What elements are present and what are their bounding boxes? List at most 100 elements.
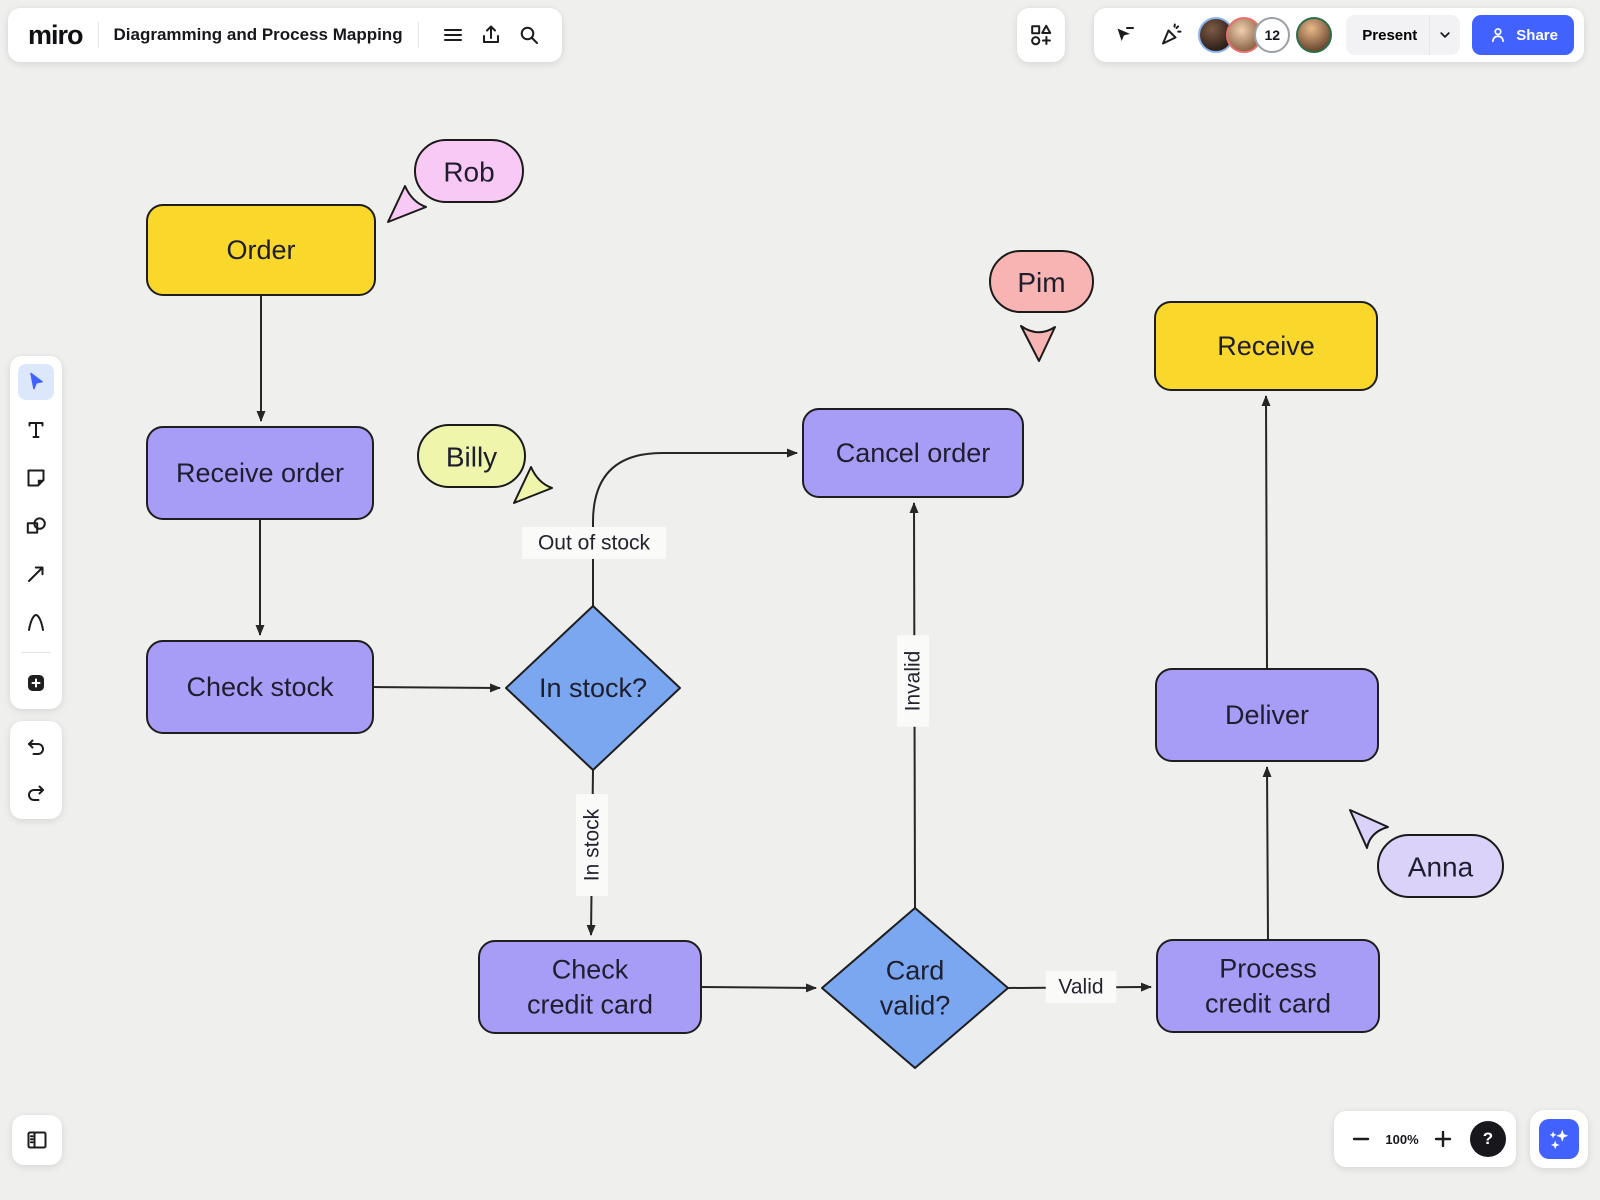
sparkles-icon: [1539, 1119, 1579, 1159]
zoom-out-button[interactable]: [1344, 1122, 1378, 1156]
node-check-stock[interactable]: Check stock: [146, 640, 374, 734]
edge-label-text: Out of stock: [538, 532, 651, 555]
collaborator-cursor-icon: [1349, 809, 1389, 849]
add-shapes-button[interactable]: [1022, 16, 1060, 54]
collaborator-name-bubble: [414, 139, 524, 203]
edge-label-text: Invalid: [902, 651, 925, 712]
frames-panel-button[interactable]: [12, 1115, 62, 1165]
sticky-note-tool[interactable]: [18, 460, 54, 496]
collaborator-name-bubble: [417, 424, 526, 488]
node-shape-check-stock[interactable]: [146, 640, 374, 734]
arrow-tool[interactable]: [18, 556, 54, 592]
edge-check-credit-card-to-card-valid[interactable]: [700, 983, 817, 993]
node-shape-check-credit-card[interactable]: [478, 940, 702, 1034]
node-shape-deliver[interactable]: [1155, 668, 1379, 762]
node-deliver[interactable]: Deliver: [1155, 668, 1379, 762]
node-receive[interactable]: Receive: [1154, 301, 1378, 391]
edge-deliver-to-receive[interactable]: [1261, 395, 1271, 670]
redo-button[interactable]: [18, 775, 54, 811]
collaborator-name-bubble: [989, 250, 1094, 313]
node-shape-receive[interactable]: [1154, 301, 1378, 391]
menu-icon: [443, 29, 462, 41]
node-label-check-stock: Check stock: [186, 672, 334, 702]
share-button[interactable]: Share: [1472, 15, 1574, 55]
node-shape-card-valid[interactable]: [821, 907, 1009, 1069]
main-menu-button[interactable]: [434, 16, 472, 54]
present-dropdown[interactable]: [1429, 15, 1460, 55]
miro-logo[interactable]: miro: [28, 19, 84, 50]
edge-label-text: In stock: [581, 808, 604, 881]
node-order[interactable]: Order: [146, 204, 376, 296]
search-button[interactable]: [510, 16, 548, 54]
node-shape-receive-order[interactable]: [146, 426, 374, 520]
more-tools-button[interactable]: [18, 665, 54, 701]
edge-label-in-stock-to-check-credit-card: In stock: [576, 794, 608, 896]
node-shape-in-stock[interactable]: [505, 605, 681, 771]
divider: [417, 22, 419, 48]
node-label-in-stock: In stock?: [539, 673, 647, 703]
node-receive-order[interactable]: Receive order: [146, 426, 374, 520]
reactions-button[interactable]: [1152, 16, 1190, 54]
export-button[interactable]: [472, 16, 510, 54]
node-label-order: Order: [226, 235, 295, 265]
shapes-tool[interactable]: [18, 508, 54, 544]
collaborator-anna: Anna: [1349, 809, 1504, 898]
sticky-note-icon: [27, 469, 45, 487]
collaborator-name: Rob: [443, 157, 494, 188]
node-shape-order[interactable]: [146, 204, 376, 296]
chevron-down-icon: [1440, 32, 1450, 38]
present-button[interactable]: Present: [1346, 15, 1461, 55]
redo-icon: [28, 785, 44, 801]
collaboration-bar: 12 Present Share: [1094, 8, 1584, 62]
current-user-avatar[interactable]: [1296, 17, 1333, 53]
frames-panel-icon: [27, 1131, 47, 1149]
board-header: miro Diagramming and Process Mapping: [8, 8, 562, 62]
board-title[interactable]: Diagramming and Process Mapping: [113, 25, 403, 44]
plus-box-icon: [28, 675, 44, 691]
collaborator-rob: Rob: [387, 139, 524, 223]
minus-icon: [1352, 1137, 1370, 1141]
edge-label-background: [897, 635, 929, 727]
text-tool[interactable]: [18, 412, 54, 448]
edge-check-stock-to-in-stock[interactable]: [372, 683, 501, 693]
share-label: Share: [1516, 26, 1558, 44]
edge-label-background: [576, 794, 608, 896]
ai-assistant-button[interactable]: [1530, 1110, 1588, 1168]
history-toolbar: [10, 721, 62, 819]
undo-icon: [28, 739, 44, 755]
select-tool[interactable]: [18, 364, 54, 400]
node-shape-cancel-order[interactable]: [802, 408, 1024, 498]
undo-button[interactable]: [18, 729, 54, 765]
collaborator-name: Pim: [1017, 267, 1065, 298]
zoom-level[interactable]: 100%: [1385, 1131, 1419, 1147]
follow-cursor-button[interactable]: [1106, 16, 1144, 54]
creation-toolbar: [10, 356, 62, 709]
export-icon: [482, 25, 499, 43]
edge-label-text: Valid: [1058, 976, 1103, 999]
edge-label-background: [1045, 971, 1117, 1003]
divider: [97, 22, 99, 48]
collaborator-count-badge[interactable]: 12: [1254, 17, 1291, 53]
collaborator-cursor-icon: [1020, 325, 1056, 362]
node-cancel-order[interactable]: Cancel order: [802, 408, 1024, 498]
plus-icon: [1434, 1130, 1452, 1148]
node-in-stock[interactable]: In stock?: [505, 605, 681, 771]
help-button[interactable]: ?: [1470, 1121, 1506, 1157]
zoom-in-button[interactable]: [1426, 1122, 1460, 1156]
arrow-icon: [28, 566, 44, 582]
edge-process-credit-card-to-deliver[interactable]: [1262, 766, 1272, 941]
share-person-icon: [1492, 28, 1505, 43]
edge-in-stock-to-cancel-order[interactable]: [592, 448, 798, 606]
shapes-icon: [26, 517, 46, 534]
node-shape-process-credit-card[interactable]: [1156, 939, 1380, 1033]
follow-cursor-icon: [1117, 27, 1135, 41]
pen-tool[interactable]: [18, 604, 54, 640]
node-label-receive-order: Receive order: [176, 458, 344, 488]
